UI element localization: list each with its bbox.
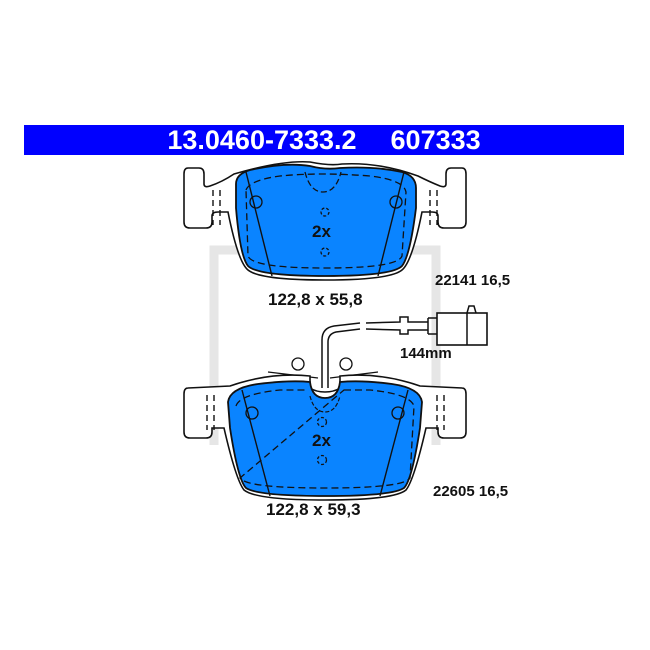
upper-pad-code: 22141 16,5: [435, 272, 511, 289]
header-bar: 13.0460-7333.2 607333: [24, 125, 624, 155]
upper-brake-pad: [183, 160, 467, 281]
lower-brake-pad: [183, 357, 467, 501]
lower-pad-dimensions: 122,8 x 59,3: [266, 500, 361, 519]
upper-pad-quantity: 2x: [312, 222, 331, 241]
wear-sensor-cable: [321, 305, 488, 388]
upper-pad-dimensions: 122,8 x 55,8: [268, 290, 363, 309]
connector-icon: [436, 312, 488, 346]
lower-pad-quantity: 2x: [312, 431, 331, 450]
part-number: 13.0460-7333.2: [167, 124, 357, 155]
sensor-length: 144mm: [400, 345, 452, 362]
lower-pad-code: 22605 16,5: [433, 483, 509, 500]
article-number: 607333: [390, 124, 481, 155]
